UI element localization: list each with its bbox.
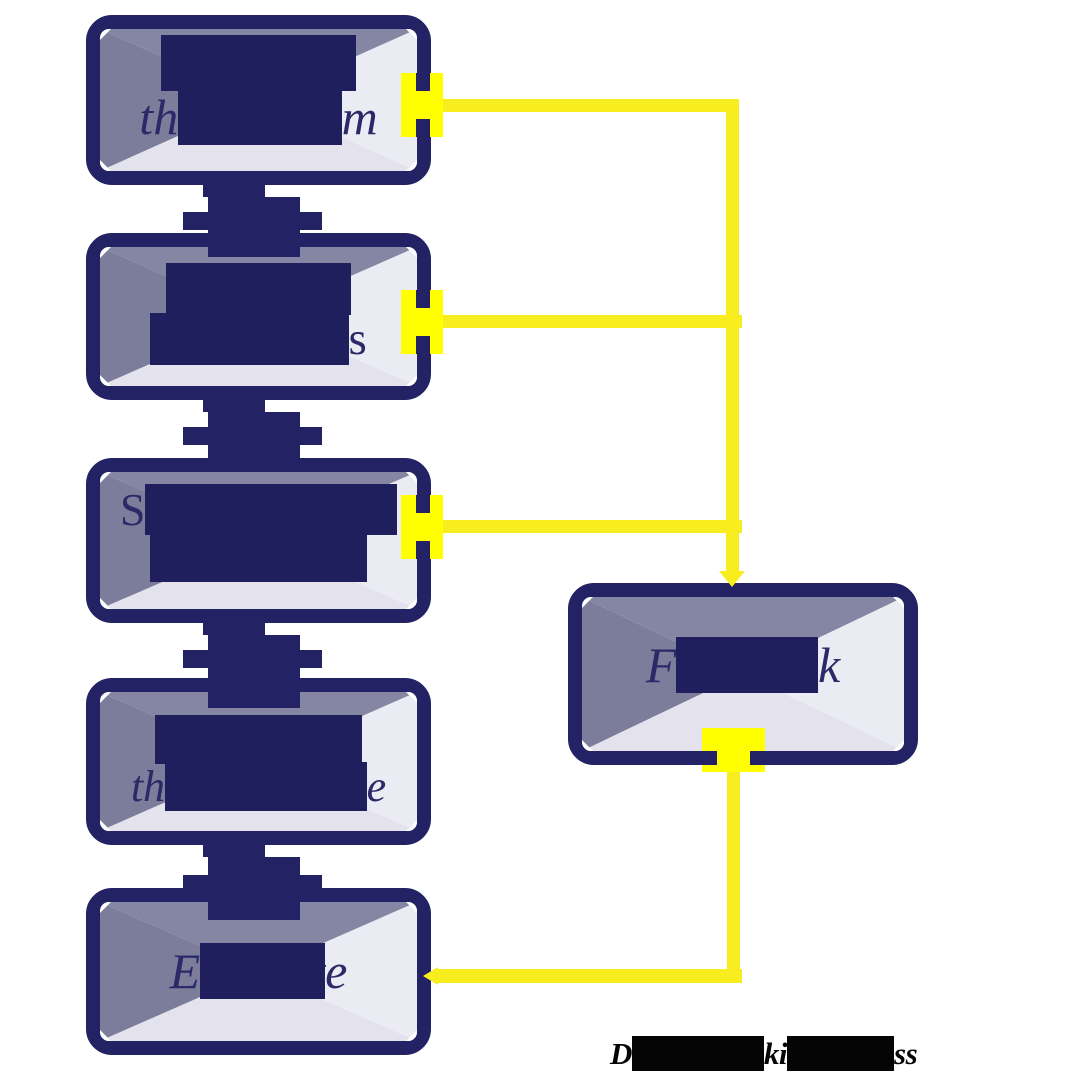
corner-notch <box>406 160 417 171</box>
feedback-line-feedback-down <box>727 770 740 973</box>
corner-notch <box>893 740 904 751</box>
corner-notch <box>100 692 111 703</box>
caption: Decision making process <box>610 1036 918 1071</box>
corner-notch <box>100 472 111 483</box>
corner-notch <box>100 598 111 609</box>
box-label-evaluate: Evaluate <box>169 943 348 999</box>
corner-notch <box>582 597 593 608</box>
box-label-select-best-alternative: Select the best alternative <box>119 484 398 582</box>
box-label-define-the-problem: Define the problem <box>139 35 378 145</box>
box-label-identify-alternatives: Identify alternatives <box>150 263 367 365</box>
box-bevel <box>582 597 904 751</box>
corner-notch <box>406 29 417 40</box>
corner-notch <box>100 820 111 831</box>
box-label-implement-alternative: Implement the alternative <box>130 715 387 811</box>
corner-notch <box>406 1030 417 1041</box>
corner-notch <box>100 1030 111 1041</box>
arrowhead-left-into-evaluate-icon <box>423 967 438 985</box>
corner-notch <box>406 820 417 831</box>
feedback-line-step3-horizontal <box>443 520 742 533</box>
corner-notch <box>406 247 417 258</box>
corner-notch <box>893 597 904 608</box>
corner-notch <box>406 375 417 386</box>
box-label-feedback: Feedback <box>645 637 841 693</box>
feedback-line-bottom-horizontal <box>437 969 742 983</box>
corner-notch <box>406 472 417 483</box>
corner-notch <box>406 692 417 703</box>
feedback-line-step1-horizontal <box>443 99 733 112</box>
corner-notch <box>406 902 417 913</box>
corner-notch <box>582 740 593 751</box>
corner-notch <box>100 29 111 40</box>
corner-notch <box>100 247 111 258</box>
process-box-feedback <box>568 583 918 765</box>
corner-notch <box>406 598 417 609</box>
feedback-line-vertical-trunk <box>726 99 739 575</box>
corner-notch <box>100 902 111 913</box>
corner-notch <box>100 160 111 171</box>
arrowhead-down-into-feedback-icon <box>719 571 745 587</box>
corner-notch <box>100 375 111 386</box>
feedback-line-step2-horizontal <box>443 315 742 328</box>
